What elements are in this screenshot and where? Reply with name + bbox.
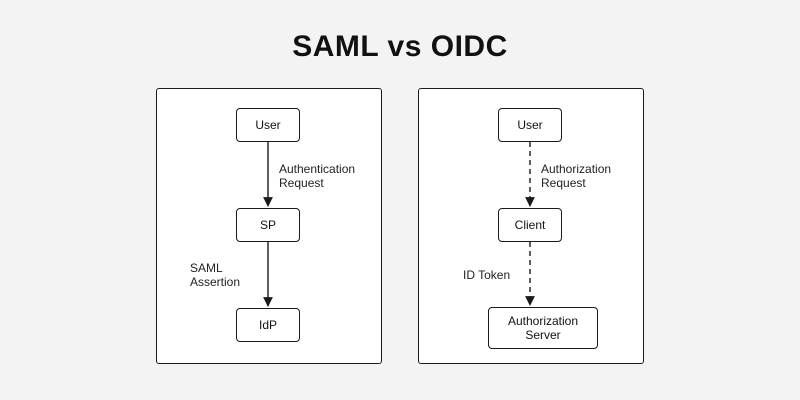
saml-user-node: User <box>236 108 300 142</box>
oidc-authorization-request-label: Authorization Request <box>541 162 612 190</box>
oidc-user-node: User <box>498 108 562 142</box>
oidc-client-node: Client <box>498 208 562 242</box>
saml-idp-label: IdP <box>258 318 277 332</box>
saml-idp-node: IdP <box>236 308 300 342</box>
oidc-authorization-server-label-line1: Authorization <box>507 314 579 328</box>
saml-assertion-label: SAML Assertion <box>190 261 241 289</box>
saml-authentication-request-label: Authentication Request <box>279 162 356 190</box>
oidc-user-label: User <box>517 118 543 132</box>
saml-sp-label: SP <box>259 218 276 232</box>
oidc-id-token-label: ID Token <box>463 268 511 282</box>
oidc-client-label: Client <box>514 218 546 232</box>
oidc-authorization-server-label-line2: Server <box>525 328 561 342</box>
oidc-authorization-server-node: Authorization Server <box>488 307 598 349</box>
saml-sp-node: SP <box>236 208 300 242</box>
page-title: SAML vs OIDC <box>292 30 508 63</box>
saml-user-label: User <box>255 118 281 132</box>
